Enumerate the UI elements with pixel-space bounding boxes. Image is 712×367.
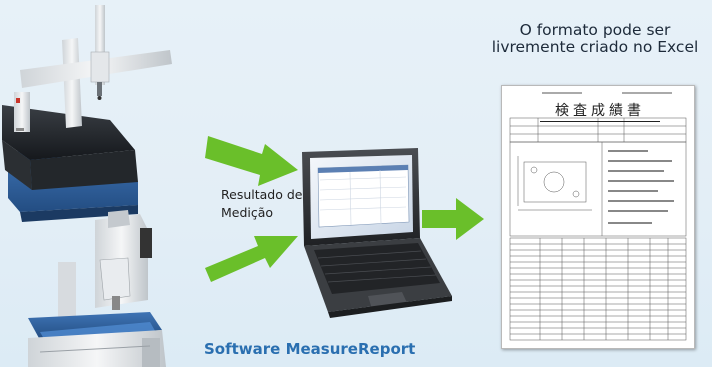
arrow-laptop-to-report xyxy=(422,198,484,240)
format-caption: O formato pode ser livremente criado no … xyxy=(455,22,712,56)
report-title: 検査成績書 xyxy=(540,100,660,122)
arrow-cmm-to-laptop xyxy=(205,136,298,186)
measurement-result-label-line-1: Resultado de xyxy=(221,187,303,202)
cmm-machine-image xyxy=(2,5,172,222)
format-caption-line-1: O formato pode ser xyxy=(519,21,671,39)
format-caption-line-2: livremente criado no Excel xyxy=(491,38,699,56)
report-body xyxy=(509,92,687,341)
inspection-report-document xyxy=(501,85,695,349)
laptop-image xyxy=(302,148,452,318)
arrow-vision-to-laptop xyxy=(205,236,298,282)
vision-machine-image xyxy=(28,210,166,367)
measurement-result-label-line-2: Medição xyxy=(221,205,274,220)
measurement-result-label: Resultado de Medição xyxy=(221,186,311,222)
software-title: Software MeasureReport xyxy=(204,340,416,358)
